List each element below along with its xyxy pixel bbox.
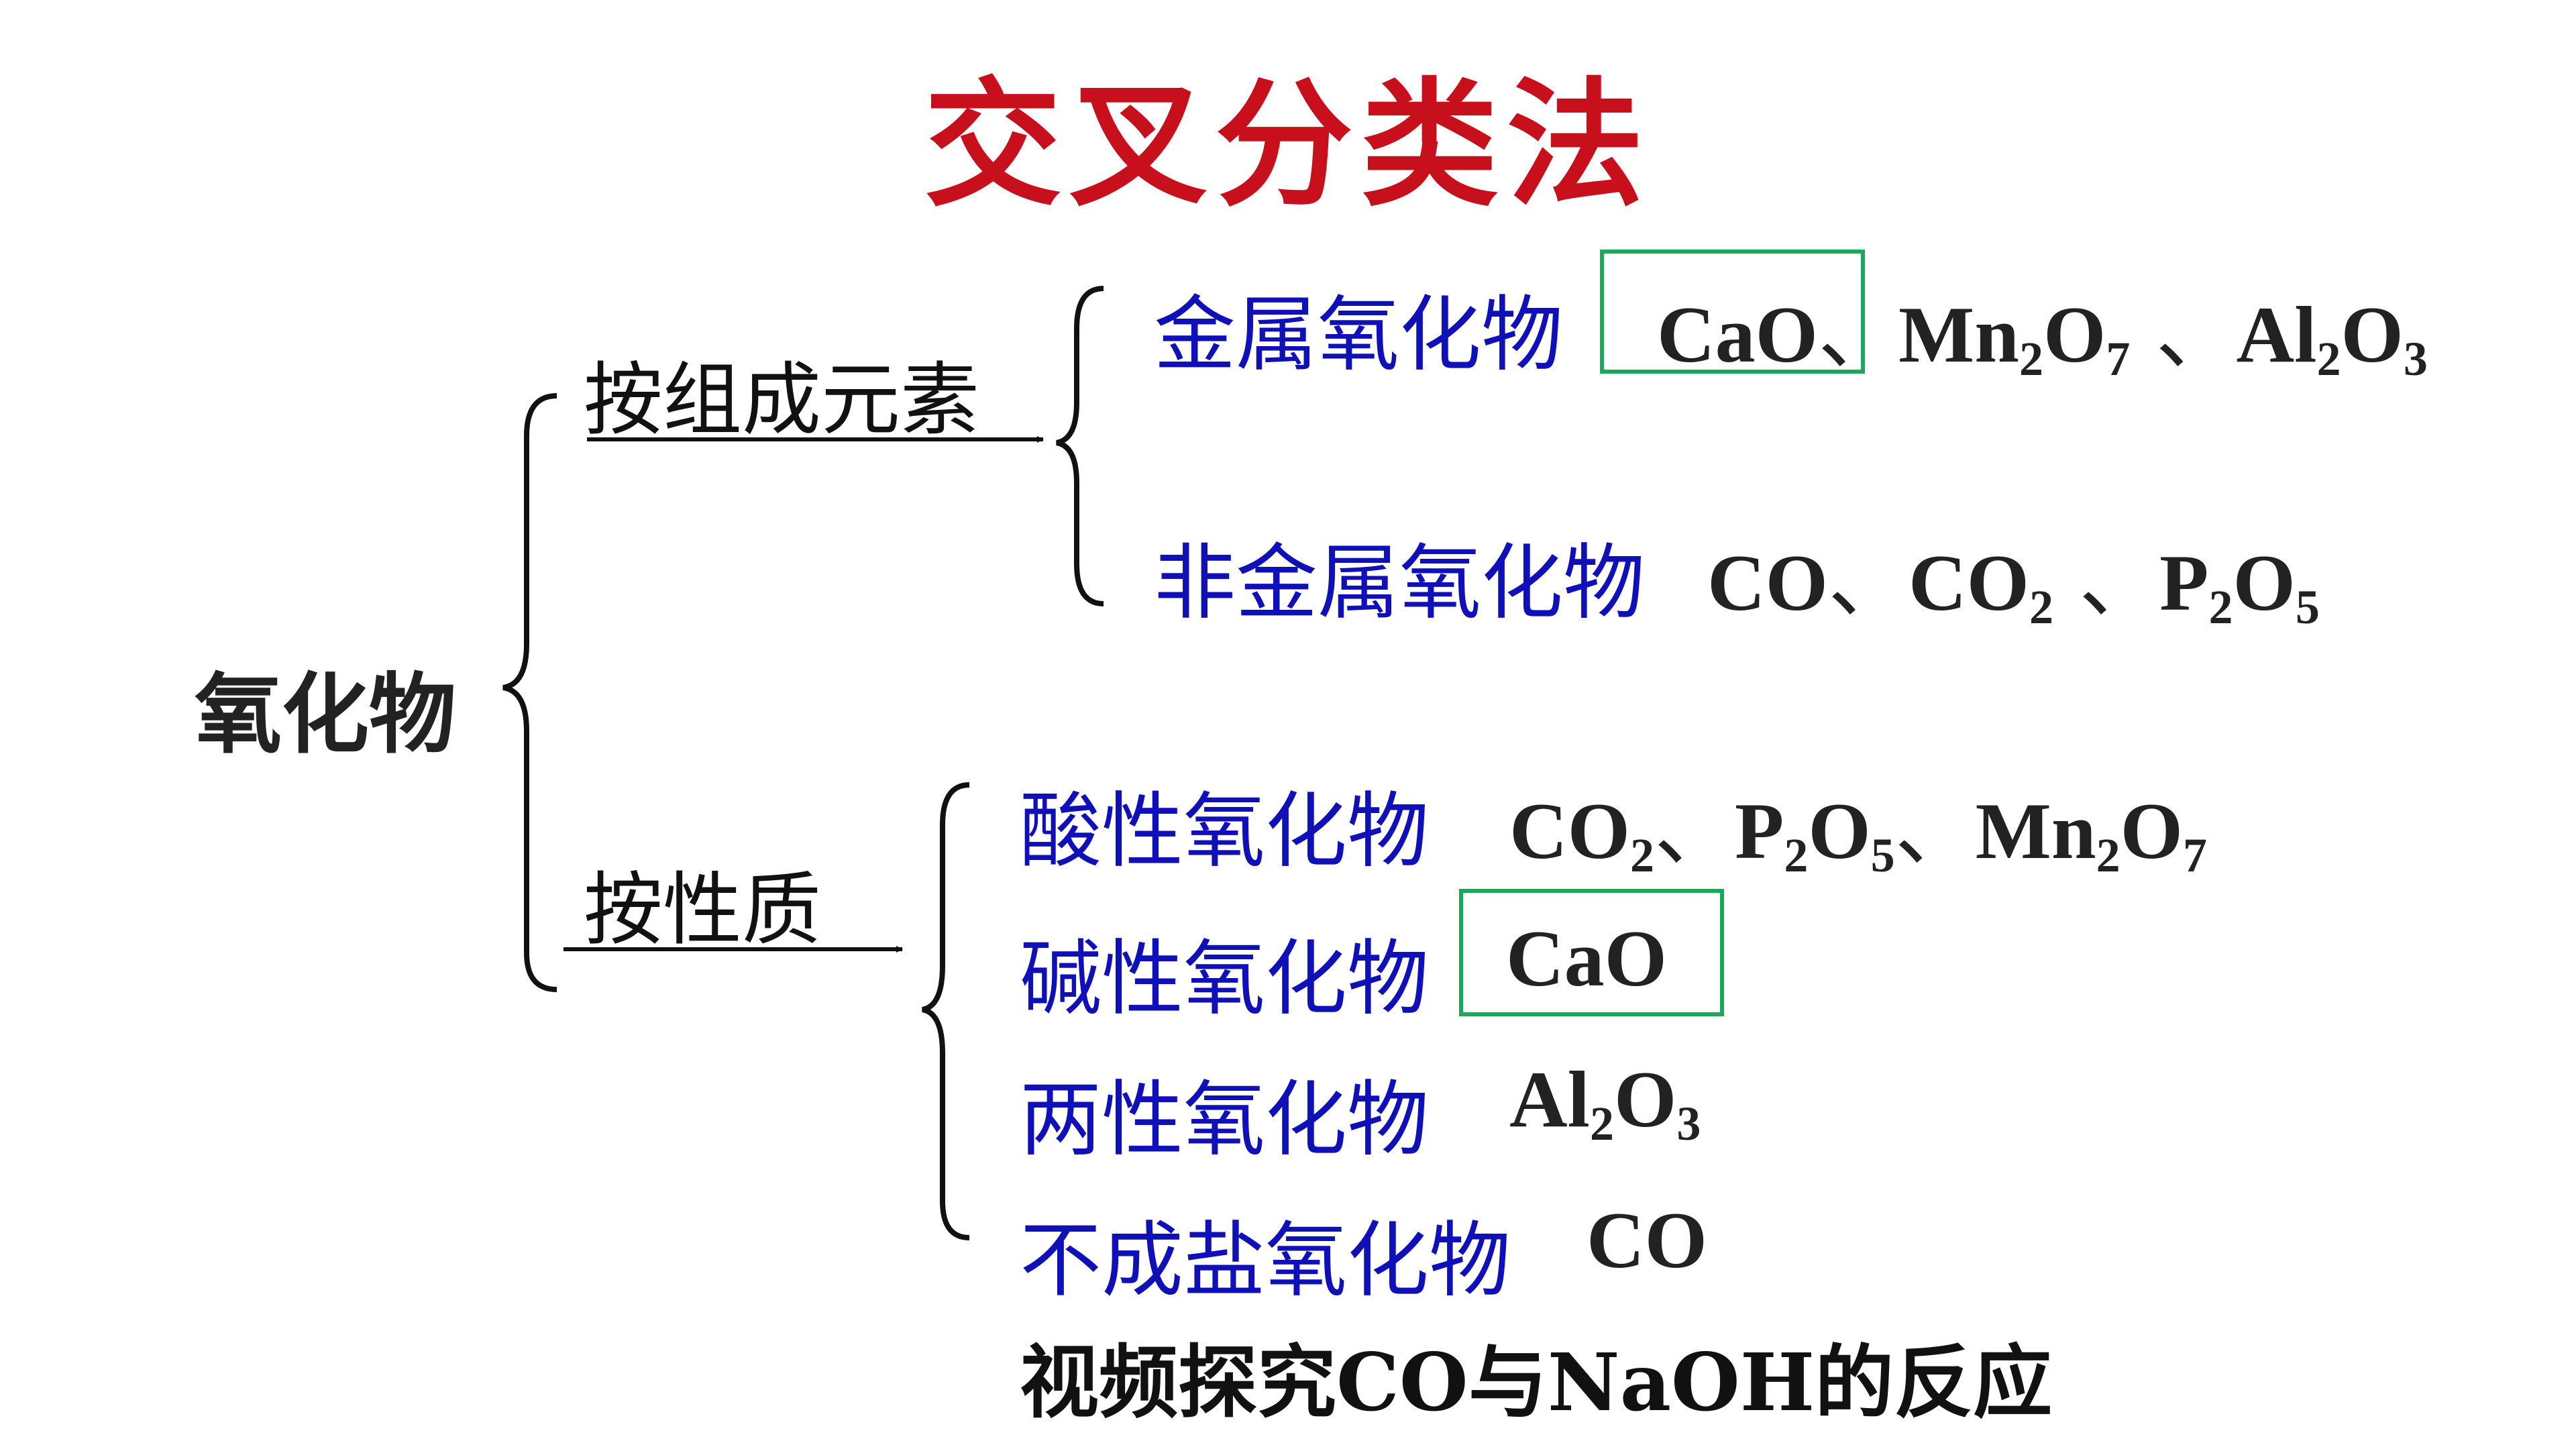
root-node: 氧化物 [195, 663, 457, 765]
formula-co: CO [1587, 1195, 1707, 1285]
formula-co2: CO2 [1909, 538, 2053, 635]
category-acidic-oxide: 酸性氧化物 [1020, 784, 1429, 879]
formula-list: CO [1587, 1194, 1707, 1287]
formula-al2o3: Al2O3 [2236, 290, 2428, 386]
formula-mn2o7: Mn2O7 [1975, 786, 2207, 883]
formula-al2o3: Al2O3 [1509, 1055, 1701, 1151]
formula-co: CO [1707, 538, 1828, 627]
page-title: 交叉分类法 [924, 64, 1652, 225]
highlight-box [1600, 250, 1865, 374]
formula-p2o5: P2O5 [1735, 786, 1895, 883]
formula-list: CaO [1506, 912, 1667, 1005]
root-brace-icon [502, 393, 557, 992]
formula-co2: CO2 [1509, 786, 1654, 883]
video-inquiry-caption: 视频探究CO与NaOH的反应 [1020, 1336, 2053, 1429]
category-nonmetal-oxide: 非金属氧化物 [1154, 535, 1645, 631]
branch-label-property: 按性质 [584, 863, 822, 956]
property-brace-icon [922, 782, 970, 1240]
formula-cao: CaO [1506, 914, 1667, 1003]
formula-list: Al2O3 [1509, 1053, 1701, 1151]
formula-cao: CaO [1657, 290, 1818, 379]
formula-list: CaO、Mn2O7 、Al2O3 [1657, 288, 2428, 386]
formula-p2o5: P2O5 [2159, 538, 2320, 635]
branch-label-composition: 按组成元素 [584, 354, 980, 446]
formula-list: CO2、P2O5、Mn2O7 [1509, 784, 2207, 883]
category-amphoteric-oxide: 两性氧化物 [1020, 1072, 1429, 1167]
formula-mn2o7: Mn2O7 [1898, 290, 2131, 386]
category-non-salt-forming-oxide: 不成盐氧化物 [1020, 1213, 1511, 1308]
highlight-box [1459, 889, 1724, 1016]
category-basic-oxide: 碱性氧化物 [1020, 931, 1429, 1026]
category-metal-oxide: 金属氧化物 [1154, 287, 1563, 382]
composition-brace-icon [1055, 286, 1104, 606]
formula-list: CO、CO2 、P2O5 [1707, 536, 2320, 635]
